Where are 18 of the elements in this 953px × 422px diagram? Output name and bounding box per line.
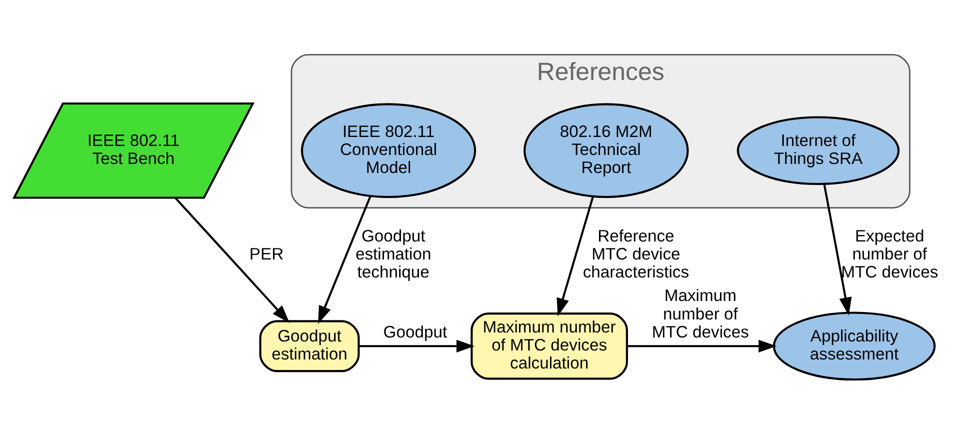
node-ellipse: 802.16 M2M Technical Report bbox=[523, 102, 689, 198]
node-ellipse: IEEE 802.11 Conventional Model bbox=[300, 102, 476, 198]
node-box: Goodput estimation bbox=[259, 320, 360, 372]
node-box: Maximum number of MTC devices calculation bbox=[470, 312, 628, 380]
edge-label: Goodput bbox=[383, 322, 448, 341]
edge-label: Maximum number of MTC devices bbox=[652, 286, 749, 341]
arrow bbox=[627, 339, 777, 352]
edge-label: Reference MTC device characteristics bbox=[582, 226, 690, 282]
arrow bbox=[318, 194, 372, 324]
edge-label: Goodput estimation technique bbox=[355, 226, 432, 282]
arrow bbox=[823, 184, 852, 315]
arrow bbox=[174, 196, 290, 322]
arrow bbox=[359, 339, 475, 352]
arrow bbox=[556, 195, 594, 316]
node-ellipse: Applicability assessment bbox=[772, 311, 936, 380]
edge-label: Expected number of MTC devices bbox=[841, 226, 938, 282]
edge-label: PER bbox=[249, 244, 284, 264]
node-ellipse: Internet of Things SRA bbox=[736, 116, 900, 185]
